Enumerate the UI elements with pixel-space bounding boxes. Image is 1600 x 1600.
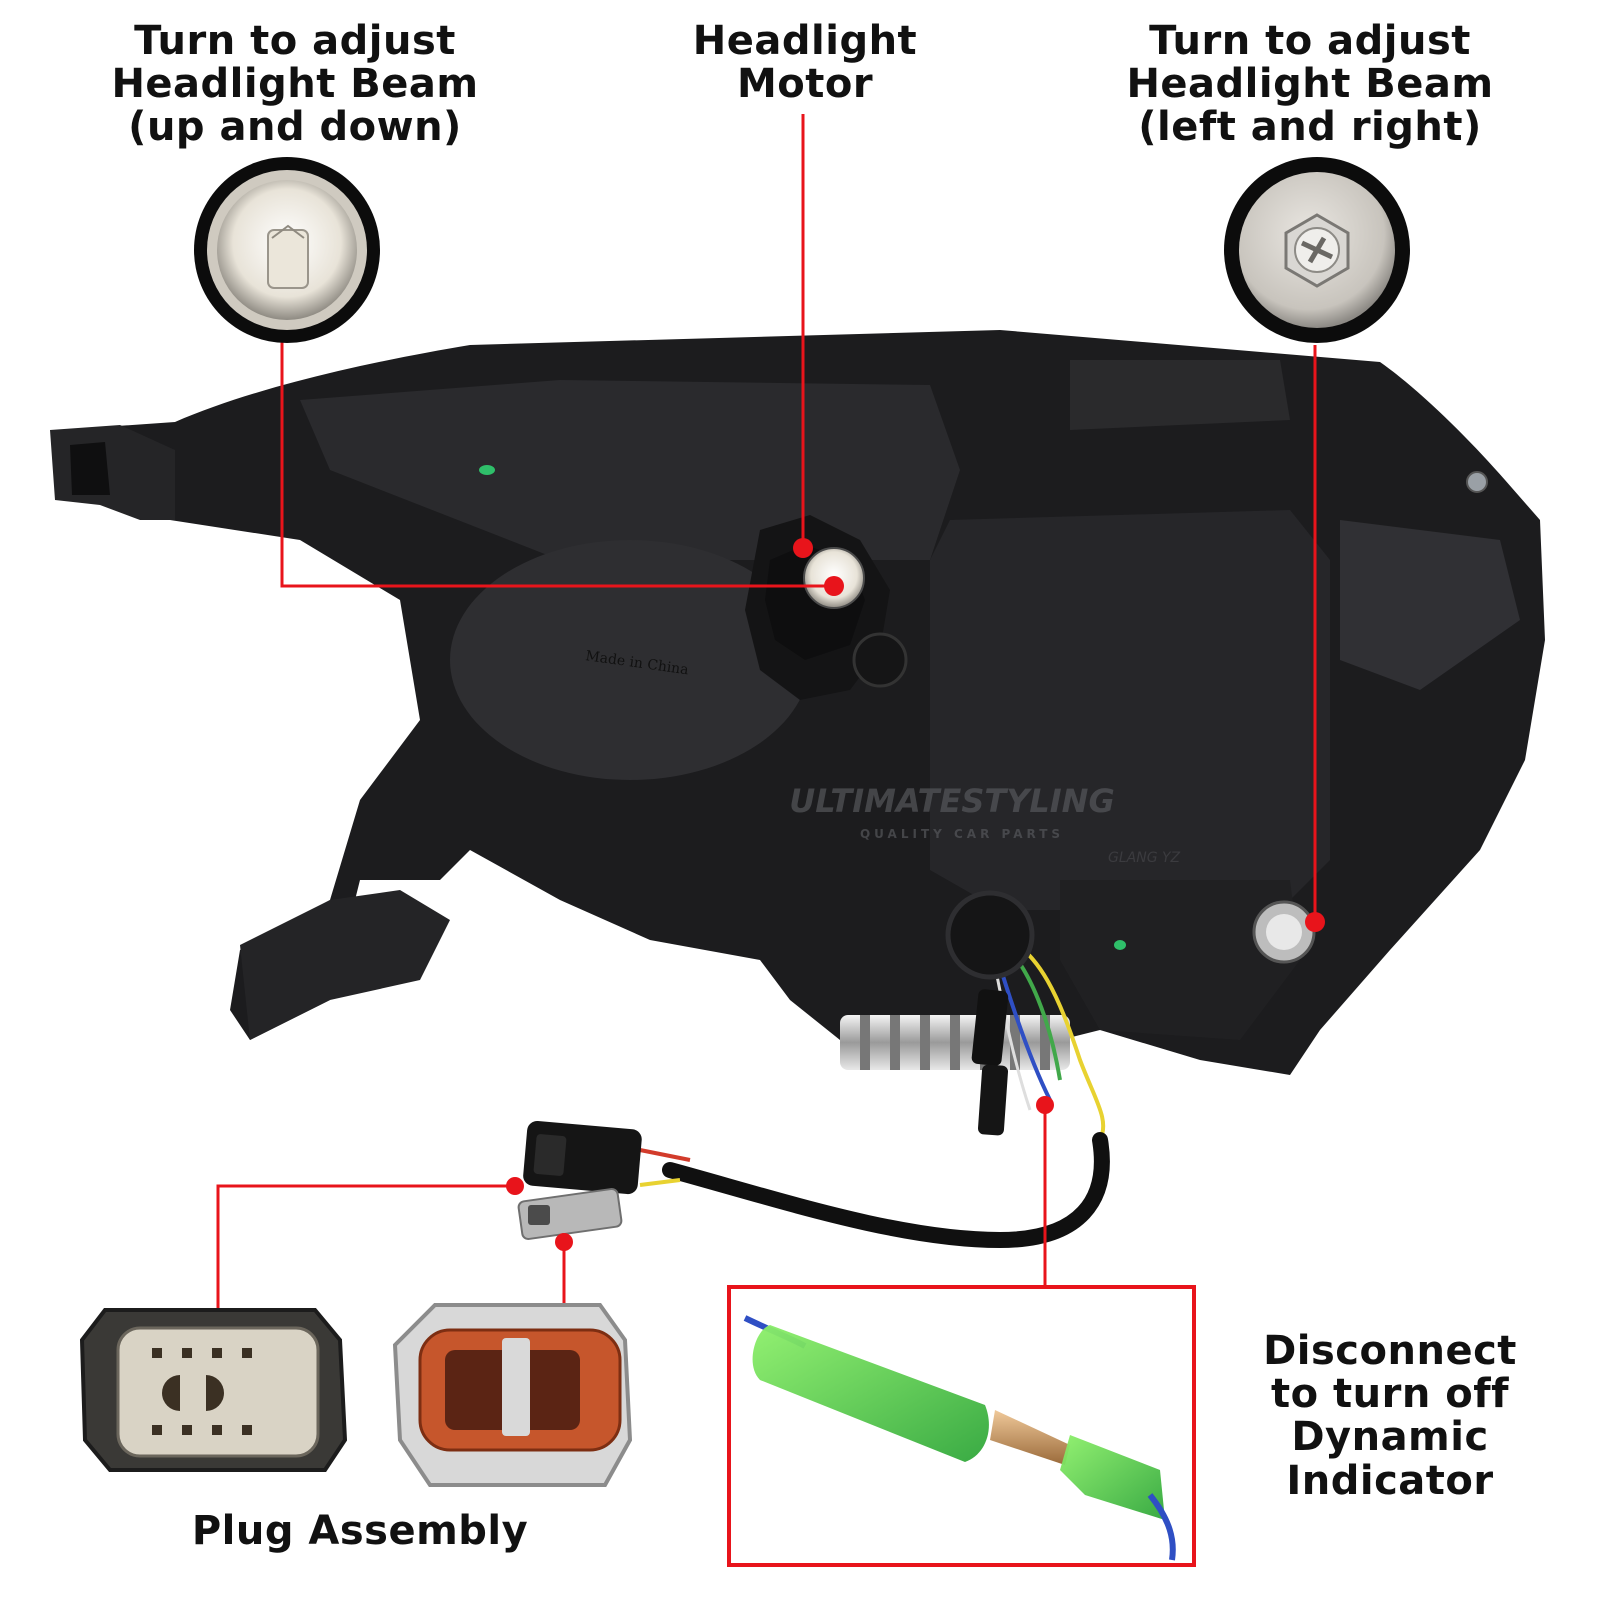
chrome-heatsink — [840, 1015, 1070, 1070]
motor-hex-mount — [852, 632, 908, 688]
headlight-housing: Made in China GLANG YZ ULTIMATESTYLING Q… — [50, 330, 1545, 1075]
bulb-socket — [945, 890, 1035, 980]
motor-label-line-2: Motor — [736, 61, 874, 108]
tilt-adjust-label-line-1: Turn to adjust — [134, 18, 456, 64]
connector-8pin — [523, 1120, 642, 1195]
left-mount-bracket-hole — [70, 442, 110, 495]
plug-wire-yellow — [639, 1178, 681, 1187]
dynamic-indicator-label: Disconnect to turn off Dynamic Indicator — [1200, 1328, 1580, 1504]
pan-adjust-label-line-3: (left and right) — [1138, 104, 1482, 151]
housing-lower-right — [1060, 880, 1300, 1040]
callout-dots — [506, 538, 1325, 1251]
inset-bullet-male — [990, 1410, 1070, 1465]
plug-8pin-pins — [152, 1348, 252, 1435]
tilt-adjust-label-line-3: (up and down) — [128, 104, 462, 151]
inline-connector-lower — [977, 1064, 1009, 1136]
main-cable — [662, 1132, 1110, 1249]
plug-8pin-inset — [79, 1308, 348, 1472]
housing-right-box — [930, 510, 1330, 910]
callout-dot-pan — [1305, 912, 1325, 932]
callout-line-tilt — [280, 342, 834, 588]
dynamic-indicator-inset — [727, 1285, 1196, 1567]
lower-left-bracket — [240, 890, 450, 1040]
plug-assembly-label: Plug Assembly — [191, 1508, 529, 1554]
housing-code-stamp: GLANG YZ — [1108, 850, 1181, 866]
inset-heatshrink-male — [1060, 1435, 1165, 1520]
tilt-adjust-label: Turn to adjust Headlight Beam (up and do… — [60, 18, 530, 151]
plug-wire-red — [639, 1148, 691, 1162]
callout-lines — [216, 114, 1317, 1310]
pan-adjust-label: Turn to adjust Headlight Beam (left and … — [1060, 18, 1560, 151]
housing-dome — [450, 540, 810, 780]
pan-knob-inset — [1224, 157, 1410, 343]
pan-adjust-label-line-2: Headlight Beam — [1126, 61, 1494, 108]
housing-right-side-panel — [1340, 520, 1520, 690]
dynamic-label-line-3: Dynamic — [1291, 1414, 1489, 1461]
dynamic-label-line-2: to turn off — [1270, 1371, 1510, 1418]
callout-dot-tilt — [824, 576, 844, 596]
housing-top-panel — [300, 380, 960, 560]
motor-label-line-1: Headlight — [692, 18, 918, 64]
callout-line-8pin — [216, 1184, 515, 1310]
callout-dot-2pin — [555, 1233, 573, 1251]
callout-dot-8pin — [506, 1177, 524, 1195]
housing-top-right-cap — [1070, 360, 1290, 430]
motor-label: Headlight Motor — [640, 18, 970, 108]
pan-adjust-label-line-1: Turn to adjust — [1149, 18, 1471, 64]
wiring-harness — [517, 890, 1110, 1249]
housing-screw — [1466, 471, 1488, 493]
watermark-brand: ULTIMATESTYLING — [789, 782, 1114, 820]
plug-2pin-inset — [392, 1303, 633, 1487]
tilt-knob-inset — [194, 157, 380, 343]
plug-2pin-key — [502, 1338, 530, 1436]
phillips-cross — [1300, 236, 1334, 264]
green-mark-right — [1114, 940, 1126, 950]
green-mark-left — [479, 465, 495, 475]
watermark-tagline: QUALITY CAR PARTS — [860, 827, 1064, 841]
tilt-adjust-label-line-2: Headlight Beam — [111, 61, 479, 108]
inset-heatshrink-female — [752, 1325, 989, 1462]
tilt-knob-slot — [267, 229, 309, 289]
callout-dot-dynamic — [1036, 1096, 1054, 1114]
dynamic-label-line-4: Indicator — [1286, 1457, 1494, 1504]
dynamic-label-line-1: Disconnect — [1263, 1328, 1517, 1374]
callout-dot-motor — [793, 538, 813, 558]
pan-adjust-screw — [1252, 900, 1316, 964]
connector-2pin — [517, 1188, 623, 1240]
inset-wire-blue-right — [1147, 1493, 1176, 1561]
inline-connector-upper — [971, 989, 1009, 1066]
